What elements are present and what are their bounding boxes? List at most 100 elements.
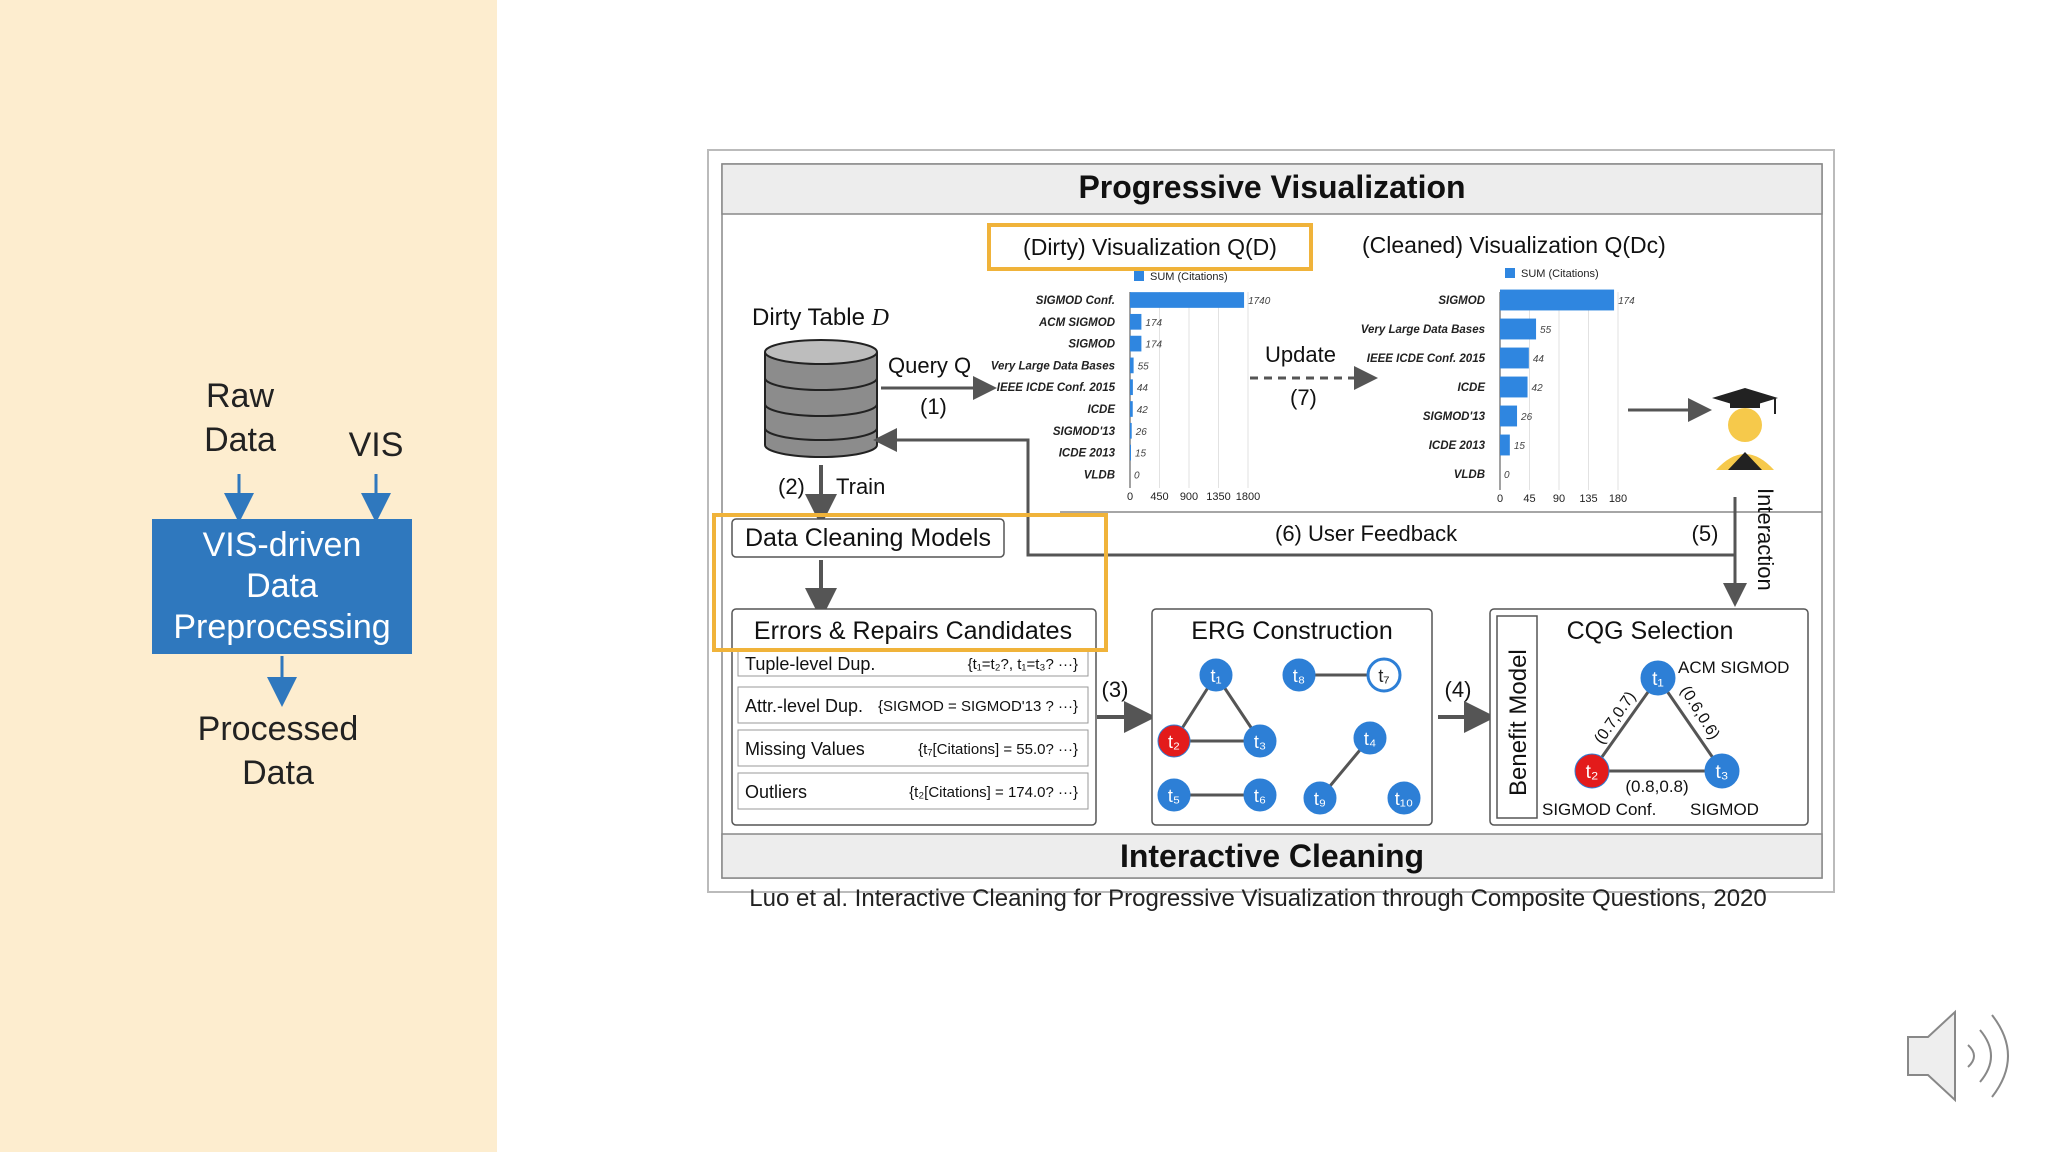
bar-value-label: 42 [1137,405,1149,416]
category-label: SIGMOD [1068,339,1115,351]
graph-node [1199,658,1233,692]
graph-node-label: t₁ [1210,666,1221,686]
graph-node-label: t₅ [1168,786,1180,806]
speaker-icon[interactable] [1907,1009,2009,1103]
graph-node-label: t₁₀ [1395,789,1414,809]
category-label: ICDE [1088,404,1116,416]
category-label: Very Large Data Bases [991,360,1115,372]
category-label: VLDB [1454,469,1485,481]
error-row [737,772,1089,810]
edge-weight: (0.8,0.8) [1625,777,1688,796]
bar-value-label: 26 [1520,412,1533,423]
train-step: (2) [778,474,805,499]
category-label: IEEE ICDE Conf. 2015 [1367,353,1486,365]
update-step: (7) [1290,385,1317,410]
bar-value-label: 42 [1532,383,1544,394]
dirty-vis-highlight [987,223,1313,271]
footer-title: Interactive Cleaning [1120,838,1424,874]
x-tick-label: 0 [1127,491,1133,503]
graph-node-label: t₄ [1364,729,1376,749]
bar [1500,405,1518,427]
models-label: Data Cleaning Models [745,524,991,552]
erg-title: ERG Construction [1191,617,1392,645]
graph-node-label: t₆ [1254,786,1266,806]
bar-value-label: 55 [1540,325,1552,336]
x-tick-label: 0 [1497,493,1503,505]
graph-node [1574,753,1610,789]
category-label: SIGMOD Conf. [1036,295,1115,307]
benefit-model-box [1496,615,1538,819]
category-label: SIGMOD [1438,295,1485,307]
bar [1130,357,1134,374]
node-caption: ACM SIGMOD [1678,658,1789,677]
graph-node [1366,657,1402,693]
graph-edge [1590,677,1660,772]
error-type: Attr.-level Dup. [745,696,863,716]
legend-swatch [1134,271,1144,281]
bar-value-label: 174 [1618,296,1635,307]
graph-edge [1656,677,1724,772]
category-label: ICDE 2013 [1429,440,1486,452]
graph-node [1303,781,1337,815]
bar-value-label: 174 [1145,340,1162,351]
x-tick-label: 450 [1150,491,1168,503]
bar [1500,289,1615,311]
bar-value-label: 44 [1533,354,1545,365]
bar [1500,434,1510,456]
bar-value-label: 44 [1137,383,1149,394]
graph-node [1157,724,1191,758]
dirty-vis-title: (Dirty) Visualization Q(D) [1023,234,1277,260]
bar-value-label: 15 [1135,449,1147,460]
error-type: Tuple-level Dup. [745,654,875,674]
benefit-model-label: Benefit Model [1505,649,1532,796]
bar-value-label: 15 [1514,441,1526,452]
error-row [737,649,1089,677]
graph-node-label: t₇ [1378,666,1389,686]
graph-node-label: t₁ [1652,669,1664,690]
graph-node [1282,658,1316,692]
category-label: VLDB [1084,469,1115,481]
step3-label: (3) [1102,677,1129,702]
sidebar-arrows [224,474,391,707]
models-box [731,518,1005,558]
bar-value-label: 1740 [1248,296,1271,307]
header-title: Progressive Visualization [1078,169,1465,205]
x-tick-label: 900 [1180,491,1198,503]
bar-value-label: 0 [1504,470,1510,481]
feedback-arrow [873,428,1735,557]
graph-node [1640,660,1676,696]
query-label: Query Q [888,353,971,378]
bar [1130,422,1132,439]
x-tick-label: 45 [1523,493,1535,505]
step4-label: (4) [1445,677,1472,702]
query-step: (1) [920,394,947,419]
legend-swatch [1505,268,1515,278]
x-tick-label: 1350 [1206,491,1230,503]
vis-driven-box: VIS-driven Data Preprocessing [152,519,412,654]
bar [1130,379,1133,396]
graph-node [1387,781,1421,815]
bar [1130,335,1142,352]
bar [1500,318,1537,340]
error-row [737,686,1089,724]
graph-node [1353,721,1387,755]
bar [1500,347,1529,369]
bar [1130,292,1245,308]
cleaned-vis-title: (Cleaned) Visualization Q(Dᴄ) [1362,232,1666,258]
error-example: {t₇[Citations] = 55.0? ···} [918,741,1078,758]
train-label: Train [836,474,885,499]
category-label: ACM SIGMOD [1038,317,1115,329]
database-icon [764,339,878,458]
user-feedback-label: (6) User Feedback [1275,521,1458,546]
bar [1500,376,1528,398]
x-tick-label: 180 [1609,493,1627,505]
x-tick-label: 90 [1553,493,1565,505]
vis-label: VIS [348,426,404,464]
footer-bar [721,833,1823,879]
category-label: ICDE [1458,382,1486,394]
